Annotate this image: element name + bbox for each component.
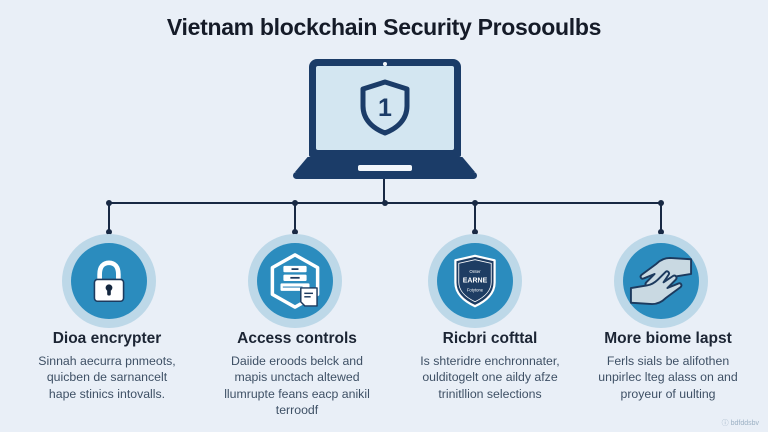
laptop-base: [295, 157, 475, 172]
feature-text-line: Is shteridre enchronnater,: [420, 354, 560, 368]
feature-card-encryption: Dioa encrypter Sinnah aecurra pnmeots, q…: [12, 330, 202, 402]
connector-dot: [106, 229, 112, 235]
connector-dot: [472, 229, 478, 235]
badge-bottom-label: Fotytone: [467, 288, 484, 293]
feature-circle-support: [614, 234, 708, 328]
feature-text-line: Ferls sials be alifothen: [606, 354, 730, 368]
connector-dot: [658, 200, 664, 206]
feature-title: Dioa encrypter: [52, 330, 162, 347]
watermark-label: ⓘ bdfddsbv: [721, 420, 759, 427]
feature-text-line: Daiide eroods belck and: [231, 354, 363, 368]
shield-number-icon: 1: [360, 79, 410, 136]
laptop-screen-display: 1: [316, 66, 454, 150]
connector-dot: [292, 200, 298, 206]
feature-text-line: trinitllion selections: [438, 386, 542, 401]
connector-dot: [292, 229, 298, 235]
connector-stub-2: [294, 202, 296, 233]
feature-text-line: Sinnah aecurra pnmeots,: [38, 354, 176, 368]
feature-text-line: hape stinics intovalls.: [48, 386, 166, 401]
feature-disc: [71, 243, 147, 319]
connector-dot: [106, 200, 112, 206]
feature-disc: [257, 243, 333, 319]
feature-title: Ricbri cofttal: [442, 330, 538, 347]
access-checklist-icon: [270, 253, 320, 309]
feature-circle-certification: Onter EARNE Fotytone: [428, 234, 522, 328]
feature-title: Access controls: [237, 330, 357, 347]
shield-number-label: 1: [378, 94, 392, 122]
feature-disc: [623, 243, 699, 319]
feature-text-line: unpirlec lteg alass on and: [598, 370, 738, 385]
feature-text-line: llumrupte feans eacp anikil: [224, 386, 370, 401]
certificate-badge-icon: Onter EARNE Fotytone: [454, 254, 496, 308]
feature-card-certification: Ricbri cofttal Is shteridre enchronnater…: [395, 330, 585, 402]
badge-middle-label: EARNE: [463, 278, 488, 285]
feature-circle-access: [248, 234, 342, 328]
handshake-hands-icon: [629, 257, 693, 305]
connector-dot: [382, 200, 388, 206]
feature-card-support: More biome lapst Ferls sials be alifothe…: [573, 330, 763, 402]
feature-text-line: proyeur of uulting: [620, 386, 716, 401]
feature-card-access: Access controls Daiide eroods belck and …: [202, 330, 392, 419]
laptop-notch: [358, 165, 412, 171]
feature-text-line: mapis unctach altewed: [234, 370, 360, 385]
connector-stub-3: [474, 202, 476, 233]
feature-text-line: oulditogelt one aildy afze: [422, 370, 558, 385]
connector-dot: [658, 229, 664, 235]
laptop-bottom-bar: [293, 172, 477, 179]
badge-top-label: Onter: [469, 269, 481, 274]
connector-stub-4: [660, 202, 662, 233]
feature-text-line: quicben de sarnancelt: [46, 370, 168, 385]
feature-circle-encryption: [62, 234, 156, 328]
feature-disc: Onter EARNE Fotytone: [437, 243, 513, 319]
connector-stem: [383, 179, 385, 203]
connector-dot: [472, 200, 478, 206]
laptop-icon: 1: [309, 59, 461, 157]
page-title: Vietnam blockchain Security Prosooulbs: [166, 14, 602, 40]
laptop-camera-dot: [383, 62, 387, 66]
connector-stub-1: [108, 202, 110, 233]
lock-icon: [93, 260, 125, 303]
feature-text-line: terroodf: [275, 403, 319, 418]
feature-title: More biome lapst: [604, 330, 732, 347]
